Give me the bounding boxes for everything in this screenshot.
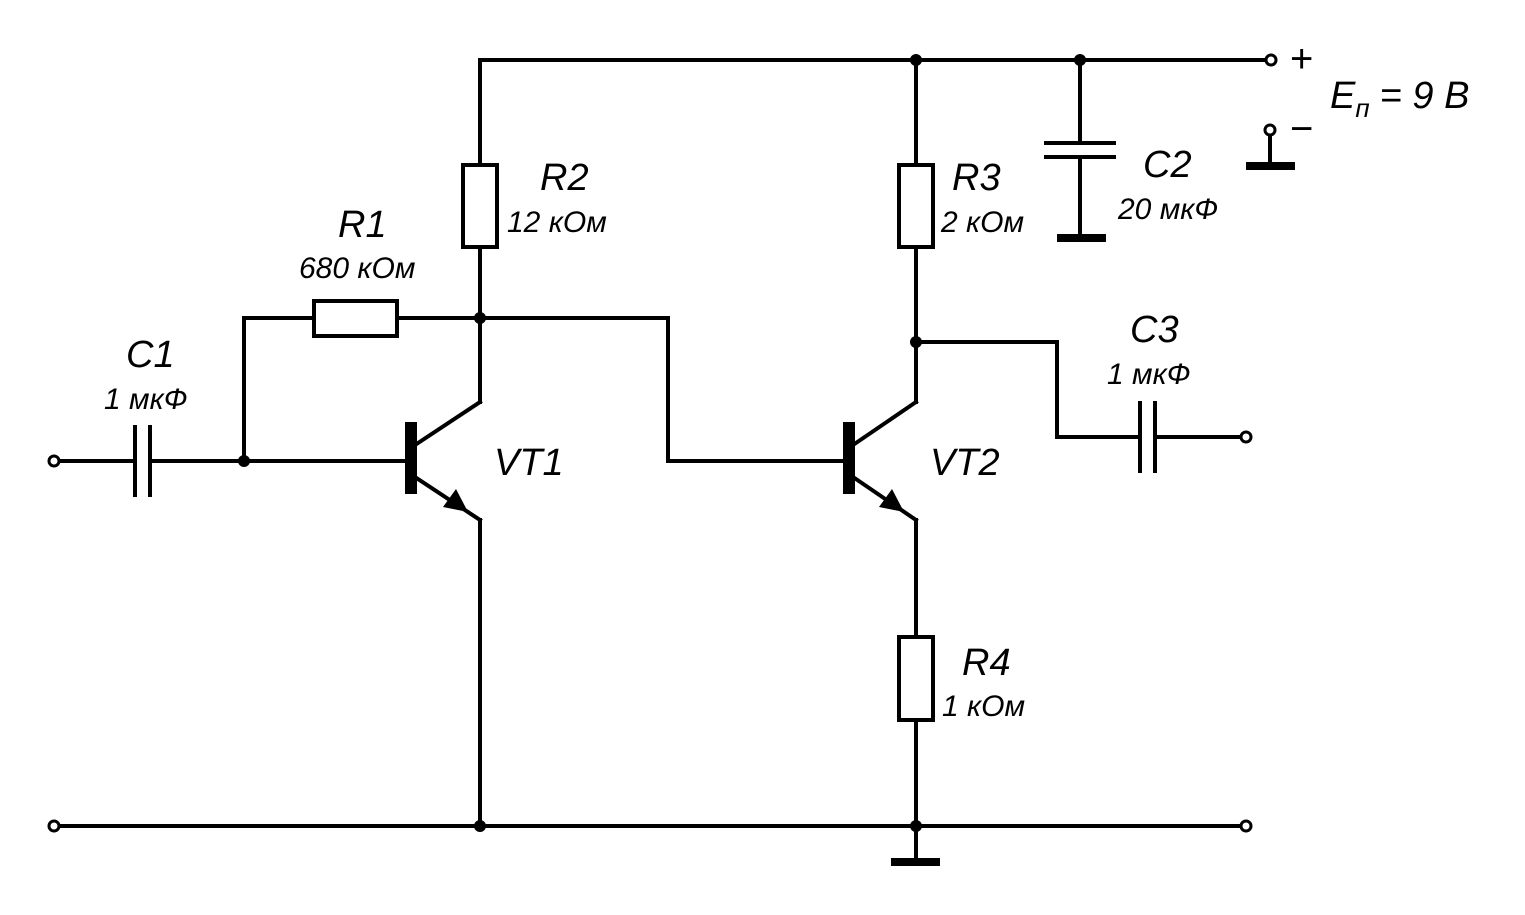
VT1-transistor [405,399,483,523]
supply-minus-terminal [1263,123,1277,137]
C2-value: 20 мкФ [1117,193,1218,226]
R1-resistor [312,299,399,338]
C1-value: 1 мкФ [104,383,188,416]
wires [56,58,1272,864]
C2-label: C2 [1143,144,1192,186]
common-terminal-right [1239,819,1253,833]
VT1-label: VT1 [494,442,564,484]
C3-capacitor [1138,401,1157,473]
common-terminal-left [47,819,61,833]
VT2-label: VT2 [930,442,1000,484]
C1-label: C1 [126,334,175,376]
R2-value: 12 кОм [507,206,607,239]
C2-capacitor [1044,141,1116,159]
supply-symbol: E [1330,75,1356,117]
R2-label: R2 [540,157,589,199]
R1-value: 680 кОм [299,252,415,285]
VT2-transistor [843,399,919,523]
R4-label: R4 [962,642,1011,684]
output-terminal [1239,430,1253,444]
R3-resistor [897,163,935,249]
C3-label: C3 [1130,309,1179,351]
supply-subscript: п [1355,93,1369,123]
input-terminal [47,454,61,468]
R4-value: 1 кОм [942,690,1025,723]
supply-value: = 9 В [1380,75,1470,117]
supply-plus-terminal [1264,53,1278,67]
junctions [238,54,1086,832]
C3-value: 1 мкФ [1107,358,1191,391]
R2-resistor [461,163,499,249]
supply-minus-sign: − [1290,107,1313,151]
R3-label: R3 [952,157,1001,199]
R1-label: R1 [338,204,387,246]
R4-resistor [897,635,935,722]
supply-plus-sign: + [1290,37,1313,81]
C1-capacitor [133,425,152,497]
supply-voltage-label: Eп = 9 В [1330,75,1469,123]
R3-value: 2 кОм [940,206,1024,239]
